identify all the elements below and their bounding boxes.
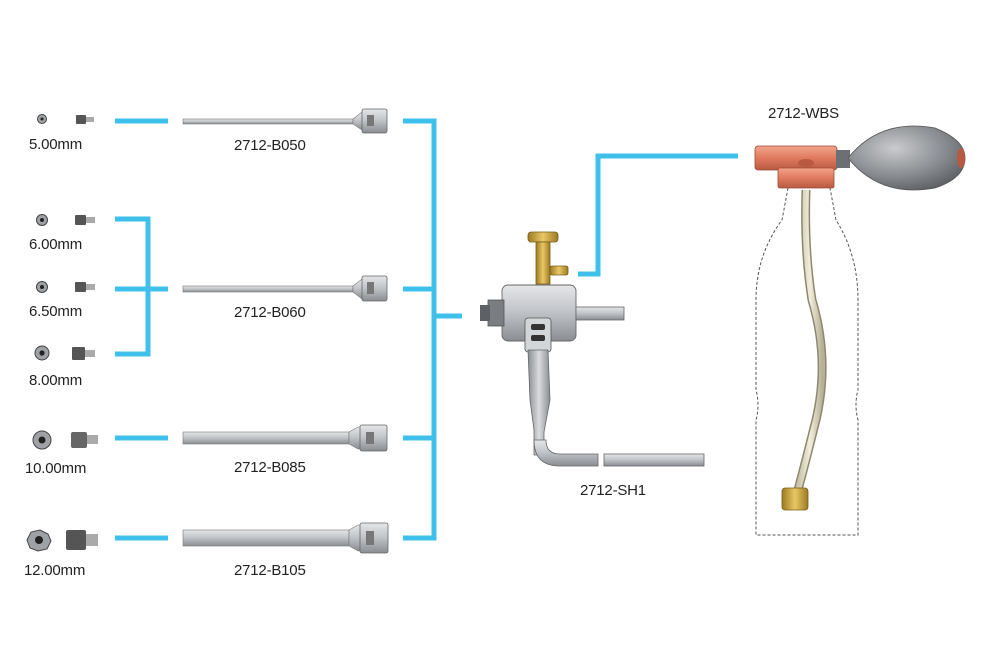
extension-rod-b060	[182, 275, 388, 302]
extension-rod-b105	[182, 522, 389, 554]
nozzle-label-8mm: 8.00mm	[29, 372, 82, 389]
bottle-wbs	[754, 125, 966, 536]
nozzle-6-5mm-icon	[36, 281, 95, 293]
nozzle-8mm-icon	[34, 345, 95, 361]
nozzle-label-12mm: 12.00mm	[24, 562, 86, 579]
nozzle-10mm-icon	[32, 430, 98, 450]
connector-holder-to-bulb	[578, 153, 738, 277]
nozzle-label-10mm: 10.00mm	[25, 460, 87, 477]
extension-label-b105: 2712-B105	[234, 562, 306, 579]
nozzle-12mm-icon	[26, 529, 98, 552]
nozzle-icons	[26, 114, 98, 552]
nozzle-6mm-icon	[36, 214, 95, 226]
bottle-outline	[755, 187, 859, 536]
nozzle-5mm-icon	[37, 114, 94, 124]
nozzle-label-6mm: 6.00mm	[29, 236, 82, 253]
extension-rods	[182, 108, 389, 554]
connector-lines	[115, 118, 738, 541]
nozzle-label-5mm: 5.00mm	[29, 136, 82, 153]
extension-label-b085: 2712-B085	[234, 459, 306, 476]
extension-label-b050: 2712-B050	[234, 137, 306, 154]
extension-rod-b085	[182, 424, 388, 452]
connector-bracket-extensions	[403, 118, 462, 541]
connector-bracket-6-8mm	[115, 216, 168, 357]
nozzle-label-6-5mm: 6.50mm	[29, 303, 82, 320]
holder-label: 2712-SH1	[580, 482, 646, 499]
bottle-label: 2712-WBS	[768, 105, 839, 122]
extension-rod-b050	[182, 108, 388, 134]
holder-sh1	[480, 231, 705, 467]
extension-label-b060: 2712-B060	[234, 304, 306, 321]
